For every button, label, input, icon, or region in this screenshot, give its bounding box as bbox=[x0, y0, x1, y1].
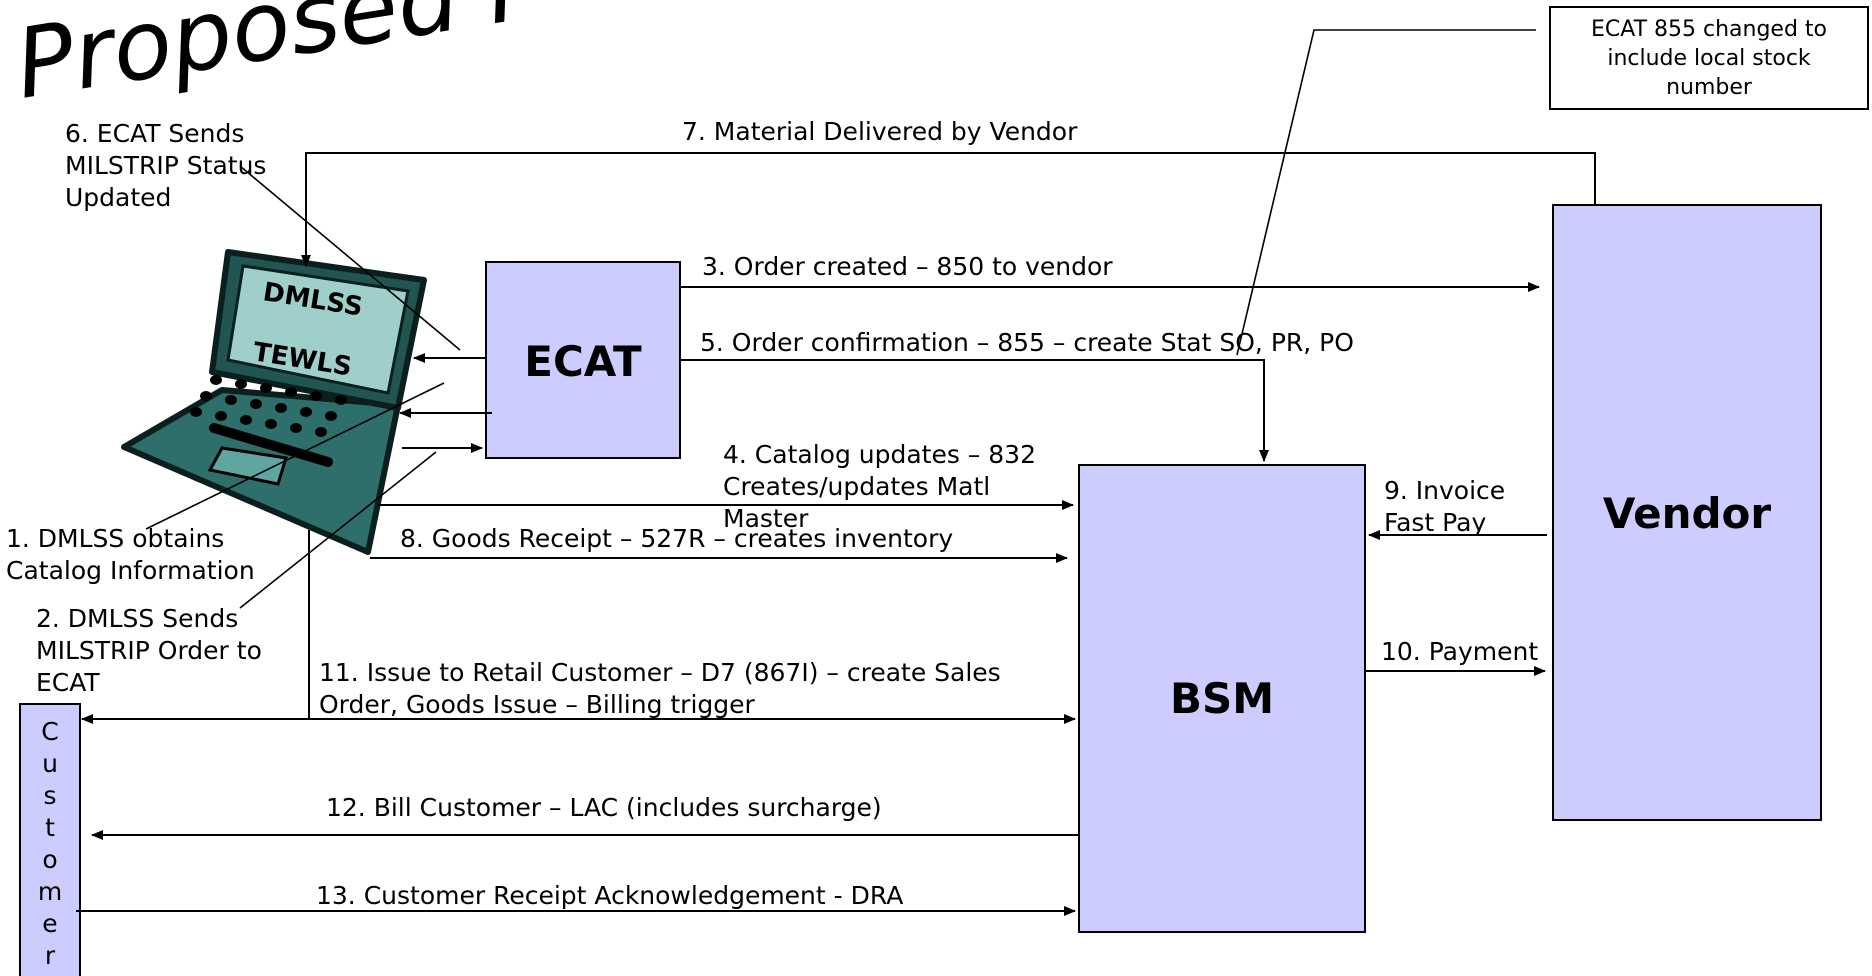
svg-text:s: s bbox=[43, 781, 56, 810]
bsm-label: BSM bbox=[1170, 674, 1274, 723]
svg-text:m: m bbox=[38, 877, 62, 906]
svg-text:u: u bbox=[42, 749, 58, 778]
laptop-icon: DMLSS TEWLS bbox=[121, 249, 427, 555]
step-5-label: 5. Order confirmation – 855 – create Sta… bbox=[700, 328, 1354, 357]
step-2-label: 2. DMLSS Sends MILSTRIP Order to ECAT bbox=[36, 604, 262, 697]
svg-text:Master: Master bbox=[723, 504, 809, 533]
ecat-855-note: ECAT 855 changed to include local stock … bbox=[1549, 6, 1869, 110]
customer-label: C u s t o m e r bbox=[38, 717, 62, 970]
svg-text:4. Catalog updates – 832: 4. Catalog updates – 832 bbox=[723, 440, 1036, 469]
step-13-label: 13. Customer Receipt Acknowledgement - D… bbox=[316, 881, 903, 910]
step-8-label: 8. Goods Receipt – 527R – creates invent… bbox=[400, 524, 953, 553]
svg-text:6. ECAT Sends: 6. ECAT Sends bbox=[65, 119, 244, 148]
ecat-label: ECAT bbox=[524, 337, 642, 386]
vendor-label: Vendor bbox=[1603, 489, 1772, 538]
callout-2-leader bbox=[239, 451, 437, 609]
svg-text:9. Invoice: 9. Invoice bbox=[1384, 476, 1505, 505]
svg-text:MILSTRIP Order to: MILSTRIP Order to bbox=[36, 636, 262, 665]
vendor-box bbox=[1552, 204, 1822, 821]
step-12-label: 12. Bill Customer – LAC (includes surcha… bbox=[326, 793, 882, 822]
svg-text:Catalog Information: Catalog Information bbox=[6, 556, 255, 585]
callout-6-leader bbox=[239, 165, 461, 351]
svg-text:e: e bbox=[42, 909, 57, 938]
svg-text:1. DMLSS obtains: 1. DMLSS obtains bbox=[6, 524, 224, 553]
step-11-label: 11. Issue to Retail Customer – D7 (867I)… bbox=[319, 658, 1001, 719]
svg-text:t: t bbox=[45, 813, 55, 842]
svg-text:2. DMLSS Sends: 2. DMLSS Sends bbox=[36, 604, 238, 633]
step-4-label: 4. Catalog updates – 832 Creates/updates… bbox=[723, 440, 1036, 533]
svg-text:o: o bbox=[42, 845, 57, 874]
flow-5-arrow bbox=[680, 359, 1269, 462]
step-3-label: 3. Order created – 850 to vendor bbox=[702, 252, 1113, 281]
bsm-box bbox=[1078, 464, 1366, 933]
customer-box bbox=[19, 703, 81, 976]
svg-text:11. Issue to Retail Customer –: 11. Issue to Retail Customer – D7 (867I)… bbox=[319, 658, 1001, 687]
svg-text:Fast Pay: Fast Pay bbox=[1384, 508, 1486, 537]
step-7-label: 7. Material Delivered by Vendor bbox=[682, 117, 1078, 146]
callout-1-leader bbox=[145, 382, 445, 530]
flow-7-line bbox=[301, 152, 1596, 267]
step-6-label: 6. ECAT Sends MILSTRIP Status Updated bbox=[65, 119, 266, 212]
ecat-box bbox=[485, 261, 681, 459]
step-9-label: 9. Invoice Fast Pay bbox=[1384, 476, 1505, 537]
svg-text:C: C bbox=[41, 717, 58, 746]
step-1-label: 1. DMLSS obtains Catalog Information bbox=[6, 524, 255, 585]
svg-text:Order, Goods Issue – Billing: Order, Goods Issue – Billing trigger bbox=[319, 690, 756, 719]
svg-text:r: r bbox=[45, 941, 56, 970]
step-10-label: 10. Payment bbox=[1381, 637, 1538, 666]
svg-text:Updated: Updated bbox=[65, 183, 171, 212]
diagram-title: Proposed P bbox=[8, 0, 553, 121]
svg-text:MILSTRIP Status: MILSTRIP Status bbox=[65, 151, 266, 180]
note-leader bbox=[1236, 29, 1536, 356]
svg-text:Creates/updates Matl: Creates/updates Matl bbox=[723, 472, 990, 501]
svg-text:ECAT: ECAT bbox=[36, 668, 100, 697]
